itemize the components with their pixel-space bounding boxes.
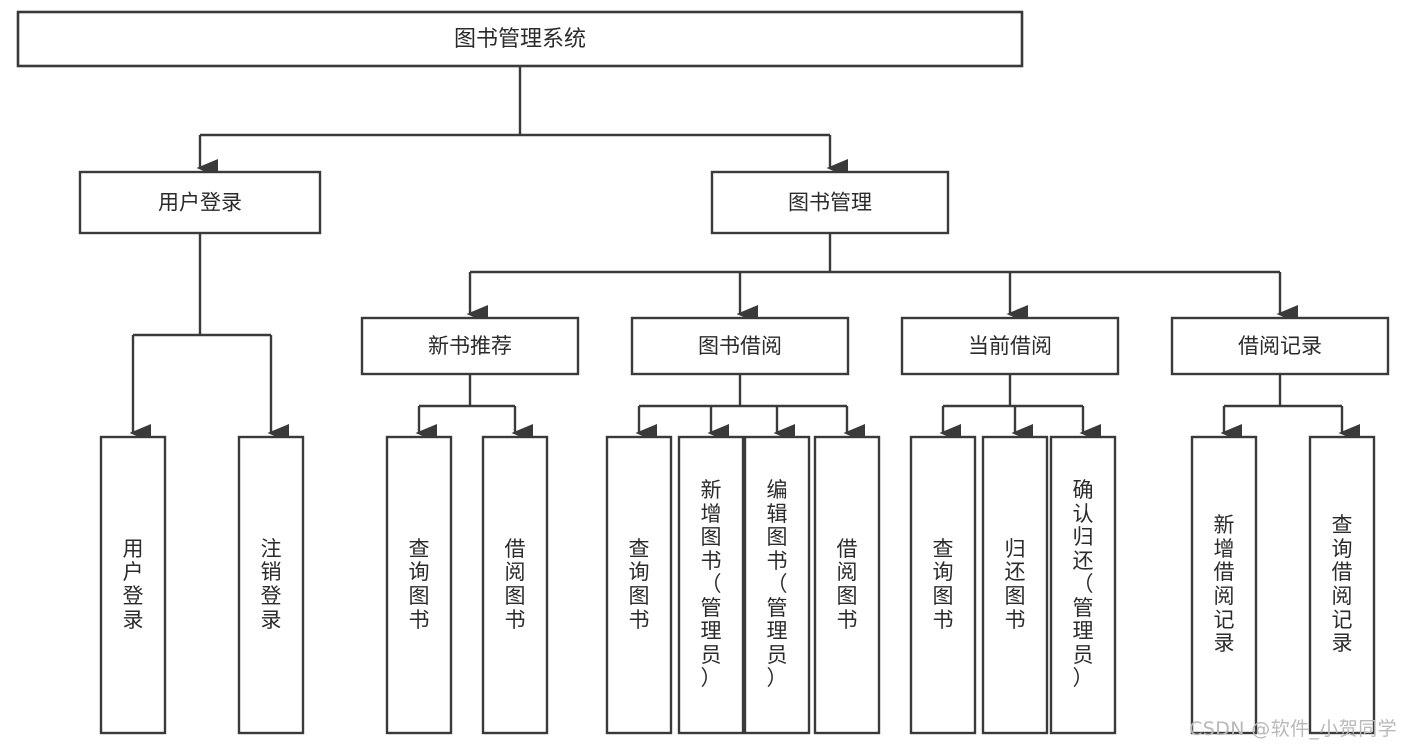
- node-leaf-borrow-book-2[interactable]: [813, 435, 881, 735]
- node-new-book-recommend-rect: [360, 316, 580, 376]
- node-current-borrow[interactable]: 当前借阅: [900, 316, 1120, 376]
- node-leaf-confirm-return-rect: [1049, 435, 1117, 735]
- node-leaf-query-book-1[interactable]: [385, 435, 453, 735]
- node-leaf-edit-book[interactable]: [743, 435, 811, 735]
- node-current-borrow-rect: [900, 316, 1120, 376]
- node-book-manage[interactable]: 图书管理: [710, 170, 950, 235]
- node-leaf-query-book-3[interactable]: [909, 435, 977, 735]
- node-book-manage-label: 图书管理: [788, 191, 872, 215]
- node-borrow-record[interactable]: 借阅记录: [1170, 316, 1390, 376]
- node-leaf-add-book[interactable]: [677, 435, 745, 735]
- node-new-book-recommend-label: 新书推荐: [428, 334, 512, 358]
- node-leaf-query-record-rect: [1308, 435, 1376, 735]
- node-user-login[interactable]: 用户登录: [78, 170, 322, 235]
- node-book-manage-rect: [710, 170, 950, 235]
- node-root[interactable]: 图书管理系统: [16, 10, 1024, 68]
- connectors-layer: [129, 66, 1360, 442]
- node-leaf-query-book-2-rect: [605, 435, 673, 735]
- node-leaf-borrow-book-1[interactable]: [481, 435, 549, 735]
- node-leaf-query-book-3-rect: [909, 435, 977, 735]
- node-user-login-rect: [78, 170, 322, 235]
- node-leaf-return-book[interactable]: [981, 435, 1049, 735]
- node-leaf-query-book-1-rect: [385, 435, 453, 735]
- node-book-borrow[interactable]: 图书借阅: [630, 316, 850, 376]
- node-leaf-confirm-return[interactable]: [1049, 435, 1117, 735]
- watermark-text: CSDN @软件_小贺同学: [1189, 718, 1397, 740]
- node-leaf-user-login[interactable]: [99, 435, 167, 735]
- node-leaf-borrow-book-2-rect: [813, 435, 881, 735]
- node-leaf-user-login-rect: [99, 435, 167, 735]
- node-borrow-record-rect: [1170, 316, 1390, 376]
- node-leaf-query-book-2[interactable]: [605, 435, 673, 735]
- node-leaf-add-book-rect: [677, 435, 745, 735]
- node-leaf-add-record-rect: [1190, 435, 1258, 735]
- node-leaf-user-logout-rect: [237, 435, 305, 735]
- node-leaf-user-logout[interactable]: [237, 435, 305, 735]
- node-borrow-record-label: 借阅记录: [1238, 334, 1322, 358]
- node-leaf-return-book-rect: [981, 435, 1049, 735]
- node-new-book-recommend[interactable]: 新书推荐: [360, 316, 580, 376]
- node-leaf-add-record[interactable]: [1190, 435, 1258, 735]
- node-leaf-query-record[interactable]: [1308, 435, 1376, 735]
- node-book-borrow-rect: [630, 316, 850, 376]
- node-current-borrow-label: 当前借阅: [968, 334, 1052, 358]
- node-user-login-label: 用户登录: [158, 191, 242, 215]
- node-book-borrow-label: 图书借阅: [698, 334, 782, 358]
- node-leaf-borrow-book-1-rect: [481, 435, 549, 735]
- node-root-rect: [16, 10, 1024, 68]
- node-root-label: 图书管理系统: [454, 27, 586, 52]
- node-leaf-edit-book-rect: [743, 435, 811, 735]
